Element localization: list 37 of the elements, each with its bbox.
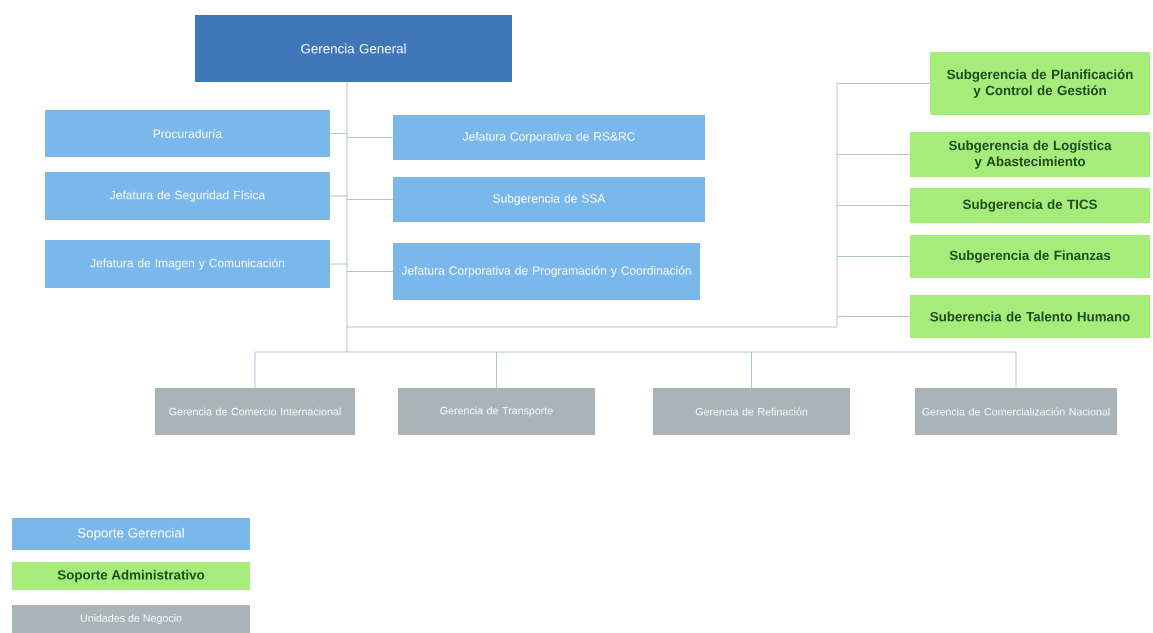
support-box: Subgerencia de Logística y Abastecimiento [910,132,1150,177]
legend-item: Soporte Gerencial [12,518,250,550]
connector-line [329,133,348,134]
connector-line [346,199,394,200]
connector-line [836,256,911,257]
staff-box: Subgerencia de SSA [393,177,705,222]
connector-line [346,137,394,138]
trunk-line [346,81,348,353]
support-box: Subgerencia de TICS [910,188,1150,223]
branch-line [254,351,1017,353]
staff-box: Jefatura de Seguridad Física [45,172,330,220]
connector-line [346,271,394,272]
connector-line [329,263,348,265]
staff-box: Jefatura de Imagen y Comunicación [45,240,330,288]
connector-line [254,351,256,389]
unit-box: Gerencia de Comercialización Nacional [915,388,1117,435]
head-box: Gerencia General [195,15,512,82]
connector-line [496,351,497,389]
support-box: Suberencia de Talento Humano [910,295,1150,338]
connector-line [751,351,752,389]
support-box: Subgerencia de Finanzas [910,235,1150,278]
staff-box: Jefatura Corporativa de RS&RC [393,115,705,160]
branch-line [346,83,838,328]
connector-line [836,154,911,155]
unit-box: Gerencia de Transporte [398,388,595,435]
connector-line [836,316,911,317]
unit-box: Gerencia de Comercio Internacional [155,388,355,435]
staff-box: Procuraduría [45,110,330,157]
connector-line [836,205,911,206]
connector-line [1015,351,1017,389]
staff-box: Jefatura Corporativa de Programación y Coordinación [393,243,700,300]
unit-box: Gerencia de Refinación [653,388,850,435]
legend-item: Soporte Administrativo [12,562,250,590]
connector-line [329,195,348,197]
legend-item: Unidades de Negocio [12,605,250,633]
connector-line [836,83,931,84]
support-box: Subgerencia de Planificación y Control de Gestión [930,52,1150,115]
